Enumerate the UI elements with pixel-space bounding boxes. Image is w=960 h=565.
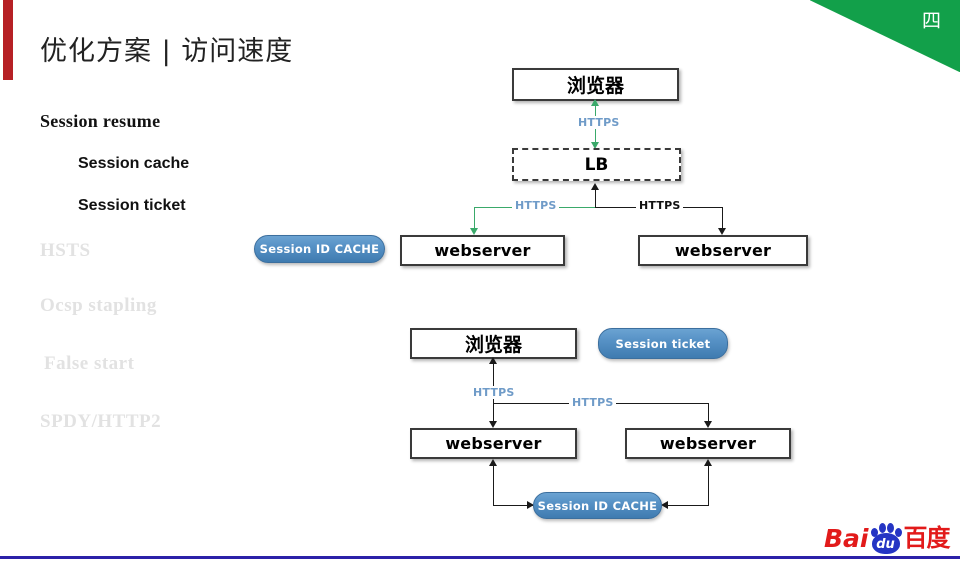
bottom-edge-browser-left-arrow-down xyxy=(489,421,497,428)
session-ticket-pill: Session ticket xyxy=(598,328,728,359)
top-webserver-right-label: webserver xyxy=(674,241,772,260)
top-edge-browser-lb-arrow-up xyxy=(591,99,599,106)
paw-toe-4 xyxy=(894,528,902,537)
bottom-browser-node: 浏览器 xyxy=(410,328,577,359)
top-edge-left-arrow xyxy=(470,228,478,235)
bottom-edge-browser-left-arrow-up xyxy=(489,357,497,364)
paw-pad: du xyxy=(871,533,900,554)
corner-triangle-decoration xyxy=(810,0,960,72)
top-edge-left-label: HTTPS xyxy=(512,199,560,212)
paw-toe-3 xyxy=(886,523,894,533)
bottom-webserver-right-label: webserver xyxy=(659,434,757,453)
footer-rule xyxy=(0,556,960,559)
paw-toe-1 xyxy=(870,528,878,537)
bottom-cache-right-arrow-left xyxy=(661,501,668,509)
bottom-cache-left-arrow-up xyxy=(489,459,497,466)
baidu-logo-bai-text: Bai xyxy=(824,523,869,553)
bottom-cache-left-vertical xyxy=(493,466,494,505)
page-title: 优化方案 | 访问速度 xyxy=(40,36,294,67)
top-lb-node: LB xyxy=(512,148,681,181)
top-edge-browser-lb-label: HTTPS xyxy=(575,116,623,129)
top-session-id-cache-pill: Session ID CACHE xyxy=(254,235,385,263)
slide-number: 四 xyxy=(921,10,942,32)
top-webserver-left-node: webserver xyxy=(400,235,565,266)
top-edge-right-arrow xyxy=(718,228,726,235)
top-edge-right-vertical xyxy=(722,207,723,230)
bottom-session-id-cache-pill: Session ID CACHE xyxy=(533,492,662,519)
top-browser-node: 浏览器 xyxy=(512,68,679,101)
bottom-webserver-left-label: webserver xyxy=(445,434,542,453)
top-lb-stem-line xyxy=(595,190,596,207)
bottom-cache-left-horizontal xyxy=(493,505,536,506)
bottom-webserver-right-node: webserver xyxy=(625,428,791,459)
top-edge-browser-lb-arrow-down xyxy=(591,142,599,149)
bottom-edge-right-arrow xyxy=(704,421,712,428)
baidu-logo: Bai du 百度 xyxy=(824,521,954,555)
top-lb-stem-arrow xyxy=(591,183,599,190)
bottom-cache-left-arrow-right xyxy=(527,501,534,509)
top-webserver-left-label: webserver xyxy=(434,241,531,260)
top-webserver-right-node: webserver xyxy=(638,235,808,266)
baidu-logo-cn-text: 百度 xyxy=(903,524,951,552)
baidu-paw-icon: du xyxy=(869,522,903,554)
bottom-edge-browser-left-label: HTTPS xyxy=(470,386,518,399)
paw-toe-2 xyxy=(878,523,886,533)
top-edge-right-label: HTTPS xyxy=(636,199,684,212)
bottom-cache-right-arrow-up xyxy=(704,459,712,466)
bottom-cache-right-horizontal xyxy=(663,505,709,506)
bottom-edge-right-vertical xyxy=(708,403,709,426)
outline-item-spdy-http2: SPDY/HTTP2 xyxy=(40,411,162,432)
outline-item-ocsp-stapling: Ocsp stapling xyxy=(40,295,157,316)
outline-item-hsts: HSTS xyxy=(40,240,91,261)
top-edge-left-vertical xyxy=(474,207,475,230)
outline-item-session-ticket: Session ticket xyxy=(78,197,186,214)
top-browser-label: 浏览器 xyxy=(566,75,624,97)
bottom-webserver-left-node: webserver xyxy=(410,428,577,459)
outline-item-session-cache: Session cache xyxy=(78,155,190,172)
outline-heading-session-resume: Session resume xyxy=(40,111,161,131)
bottom-cache-right-vertical xyxy=(708,466,709,505)
top-lb-label: LB xyxy=(584,154,609,175)
title-accent-bar xyxy=(3,0,13,80)
baidu-logo-du-text: du xyxy=(876,537,895,552)
bottom-edge-right-label: HTTPS xyxy=(569,396,617,409)
outline-item-false-start: False start xyxy=(44,353,135,374)
bottom-browser-label: 浏览器 xyxy=(464,334,522,356)
